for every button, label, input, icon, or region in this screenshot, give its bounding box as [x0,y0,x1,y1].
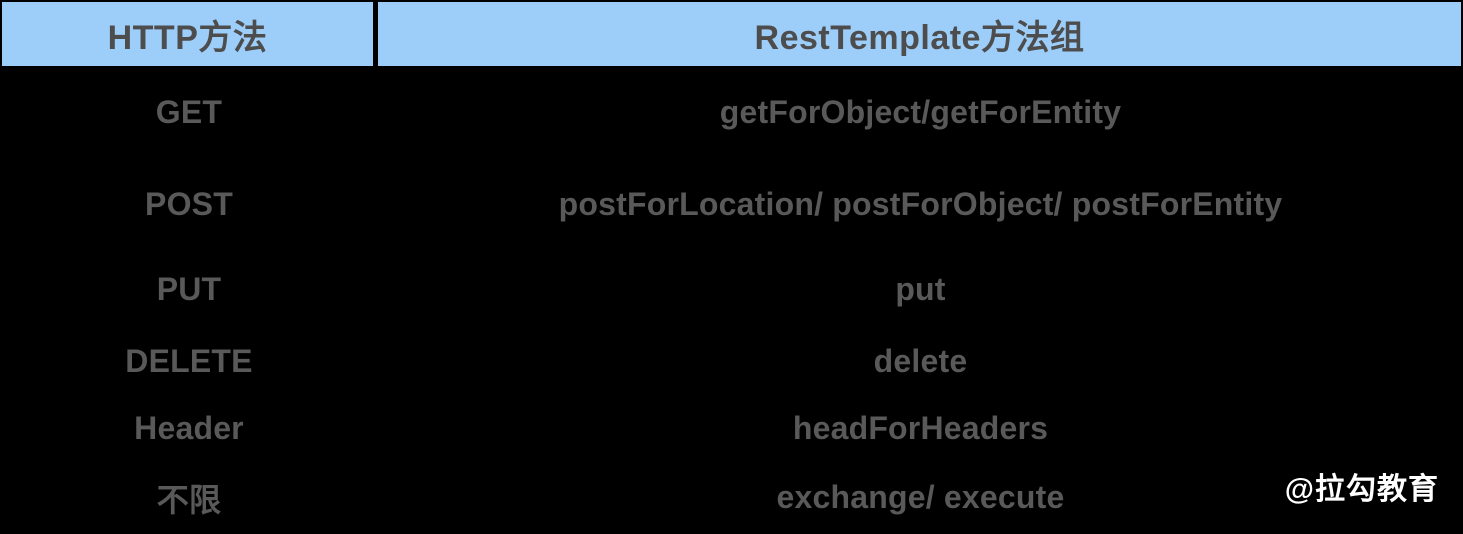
table-body: GET getForObject/getForEntity POST postF… [0,66,1463,534]
table-row: 不限 exchange/ execute [0,462,1463,533]
table-row: PUT put [0,250,1463,328]
table-header-row: HTTP方法 RestTemplate方法组 [2,2,1461,66]
header-cell-http-method: HTTP方法 [2,2,373,66]
table-row: DELETE delete [0,328,1463,395]
cell-resttemplate-methods: postForLocation/ postForObject/ postForE… [558,186,1283,222]
cell-http-method: GET [155,94,223,130]
cell-http-method: PUT [156,270,222,307]
header-cell-resttemplate-methods: RestTemplate方法组 [378,2,1461,66]
cell-resttemplate-methods: put [895,270,946,307]
cell-resttemplate-methods: delete [873,343,968,379]
table-row: Header headForHeaders [0,395,1463,462]
table-row: GET getForObject/getForEntity [0,66,1463,159]
cell-http-method: POST [145,186,233,222]
cell-resttemplate-methods: exchange/ execute [776,479,1065,515]
cell-resttemplate-methods: getForObject/getForEntity [719,94,1122,130]
table-row: POST postForLocation/ postForObject/ pos… [0,159,1463,250]
watermark: @拉勾教育 [1284,473,1439,506]
cell-resttemplate-methods: headForHeaders [792,410,1049,446]
cell-http-method: 不限 [156,481,222,518]
cell-http-method: DELETE [125,343,253,379]
cell-http-method: Header [134,410,244,446]
